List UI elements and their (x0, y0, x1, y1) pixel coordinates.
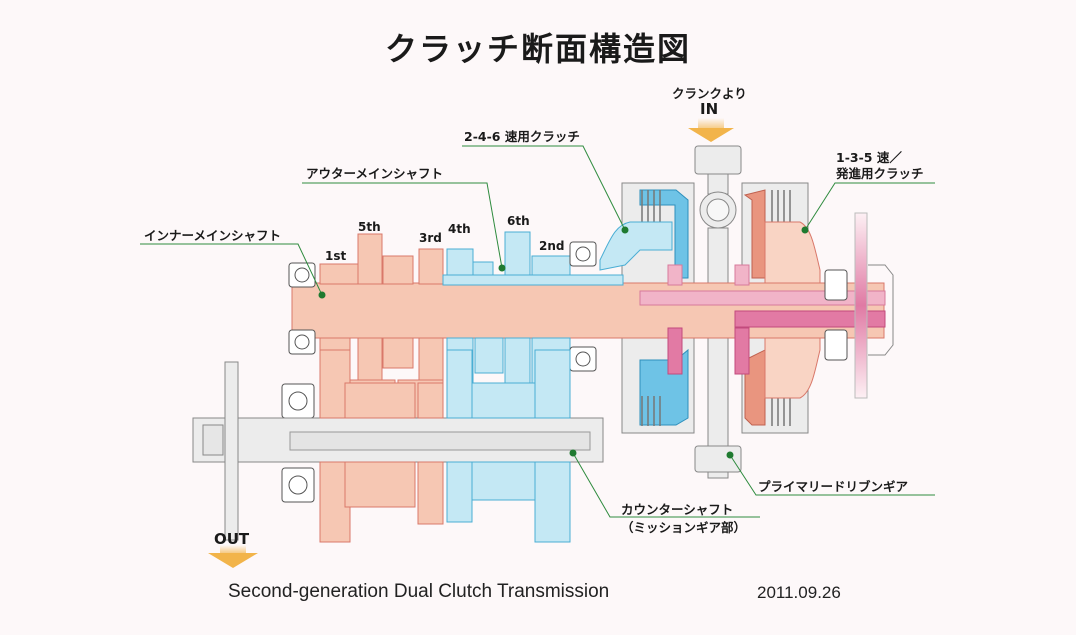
gear-label-4th: 4th (448, 222, 471, 236)
odd-gears-upper (319, 233, 444, 285)
gear-label-3rd: 3rd (419, 231, 442, 245)
primary-drive-rod (854, 212, 868, 399)
output-label: OUT (214, 530, 250, 548)
callout-dots (318, 226, 809, 459)
callout-counter-shaft-line1: カウンターシャフト (621, 502, 734, 517)
callout-lines (140, 145, 935, 518)
callout-clutch-135-line2: 発進用クラッチ (836, 166, 924, 181)
callout-counter-shaft-line2: （ミッションギア部） (621, 520, 747, 535)
counter-gears-odd (319, 349, 444, 543)
bearings (281, 241, 848, 503)
even-gears-upper (442, 231, 624, 286)
footer-date: 2011.09.26 (757, 583, 841, 602)
counter-gears-even (446, 349, 571, 543)
output-arrow (208, 545, 258, 568)
callout-clutch-246: 2-4-6 速用クラッチ (464, 129, 580, 144)
footer-caption: Second-generation Dual Clutch Transmissi… (228, 581, 610, 602)
callout-inner-main-shaft: インナーメインシャフト (144, 228, 282, 243)
gear-label-6th: 6th (507, 214, 530, 228)
callout-clutch-135-line1: 1-3-5 速／ (836, 150, 902, 165)
input-source-label: クランクより (672, 86, 747, 101)
counter-shaft (192, 361, 604, 541)
input-arrow (688, 118, 734, 142)
diagram-title: クラッチ断面構造図 (384, 30, 691, 68)
callout-outer-main-shaft: アウターメインシャフト (306, 166, 444, 181)
gear-label-1st: 1st (325, 249, 347, 263)
gear-label-2nd: 2nd (539, 239, 565, 253)
input-label: IN (700, 100, 719, 118)
end-cap (868, 264, 894, 356)
callout-primary-driven-gear: プライマリードリブンギア (758, 479, 909, 494)
inner-main-shaft (291, 264, 886, 375)
gear-label-5th: 5th (358, 220, 381, 234)
